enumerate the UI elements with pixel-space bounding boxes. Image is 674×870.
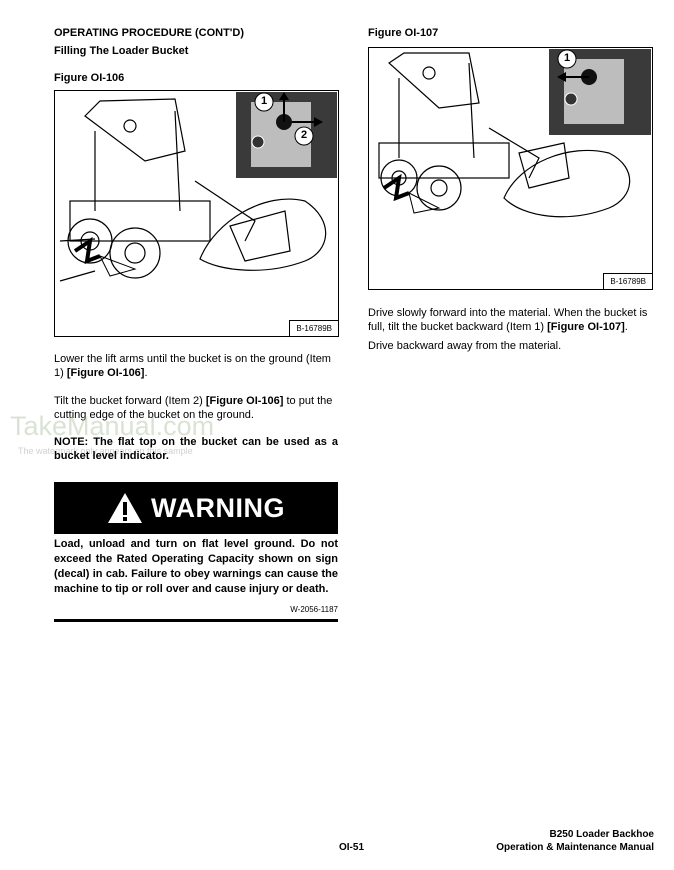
warning-code: W-2056-1187 <box>290 605 338 614</box>
footer-title-2: Operation & Maintenance Manual <box>496 842 654 853</box>
watermark-title: TakeManual.com <box>10 411 215 441</box>
footer-title-1: B250 Loader Backhoe <box>549 829 655 840</box>
figure-caption-107: Figure OI-107 <box>368 27 439 39</box>
subsection-title: Filling The Loader Bucket <box>54 45 189 57</box>
paragraph-lower-lift-arms: Lower the lift arms until the bucket is … <box>54 353 331 379</box>
callout-1: 1 <box>261 95 268 107</box>
warning-banner: WARNING <box>54 482 338 534</box>
figure-oi-106: 1 2 B-16789B <box>54 90 339 337</box>
section-title: OPERATING PROCEDURE (CONT'D) <box>54 27 245 39</box>
note: NOTE: The flat top on the bucket can be … <box>54 436 338 462</box>
figure-caption-106: Figure OI-106 <box>54 72 125 84</box>
warning-divider <box>54 619 338 622</box>
warning-title: WARNING <box>151 492 285 523</box>
page-number: OI-51 <box>339 842 365 853</box>
loader-illustration <box>59 98 327 282</box>
control-lever-photo: 1 2 <box>236 92 337 178</box>
paragraph-tilt-bucket: Tilt the bucket forward (Item 2) [Figure… <box>54 395 333 421</box>
control-lever-photo: 1 <box>549 49 651 135</box>
paragraph-drive-backward: Drive backward away from the material. <box>368 340 562 352</box>
paragraph-drive-forward: Drive slowly forward into the material. … <box>368 307 648 333</box>
watermark-subtitle: The watermark only appears on this sampl… <box>18 446 193 456</box>
warning-text: Load, unload and turn on flat level grou… <box>54 538 338 595</box>
figure-id: B-16789B <box>289 320 338 336</box>
figure-oi-107: 1 B-16789B <box>368 47 653 290</box>
figure-id: B-16789B <box>603 273 652 289</box>
callout-1: 1 <box>564 52 571 64</box>
callout-2: 2 <box>301 129 308 141</box>
warning-triangle-icon <box>108 493 142 523</box>
loader-illustration <box>378 52 631 218</box>
